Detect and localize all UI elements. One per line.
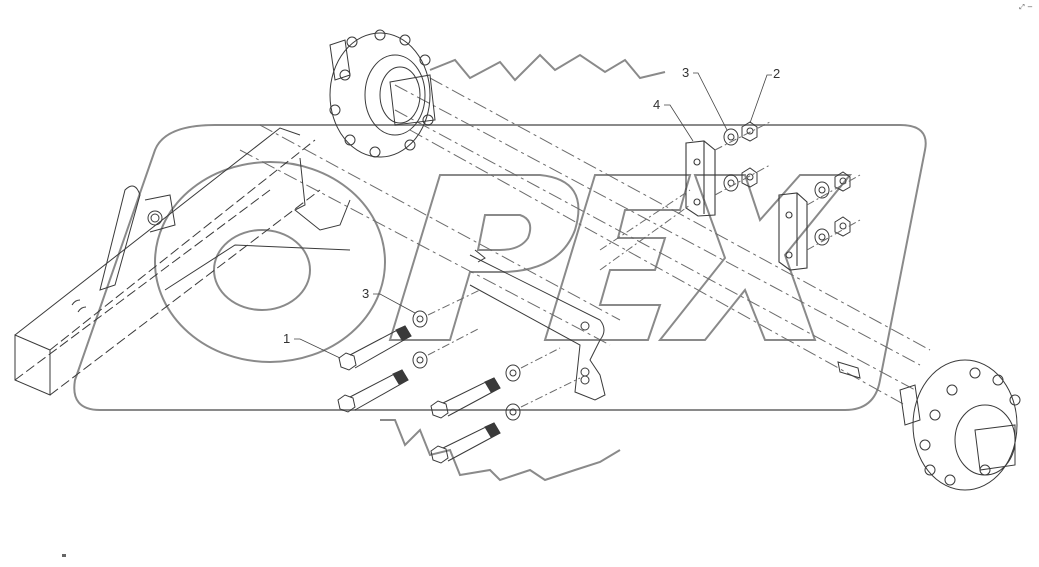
opex-watermark [73, 53, 927, 482]
hub-right [837, 359, 1021, 491]
svg-text:3: 3 [682, 65, 689, 80]
washers-nuts-right [599, 121, 861, 271]
hub-left-studs [329, 29, 434, 158]
callout-3-lower[interactable]: 4 3 [362, 286, 416, 314]
callout-2[interactable]: 2 [749, 66, 780, 124]
bolt-2 [337, 369, 409, 413]
svg-text:2: 2 [773, 66, 780, 81]
spacer-plate-upper [685, 140, 716, 217]
hub-left [329, 29, 436, 158]
callout-1[interactable]: 1 [283, 331, 341, 359]
svg-text:4: 4 [653, 97, 660, 112]
bolt-4 [430, 422, 501, 464]
spacer-plate-lower [778, 192, 808, 271]
callout-4[interactable]: 4 [653, 97, 694, 142]
zoom-control-icon[interactable]: ⤢ − [1019, 3, 1033, 11]
svg-text:3: 3 [362, 286, 369, 301]
callout-3-upper[interactable]: 3 [682, 65, 728, 131]
corner-marker [62, 554, 66, 557]
svg-text:1: 1 [283, 331, 290, 346]
axle-tube [239, 77, 931, 406]
callouts: 1 4 3 3 2 4 [283, 65, 780, 359]
frame-drawbar [14, 127, 351, 396]
mounting-bracket [469, 249, 606, 401]
bolt-3 [430, 377, 501, 419]
hub-right-studs [919, 367, 1021, 486]
spacer-plates [685, 140, 808, 271]
washers-left [412, 310, 521, 421]
bolts-washers-left [337, 289, 581, 464]
bolt-1 [338, 325, 412, 371]
